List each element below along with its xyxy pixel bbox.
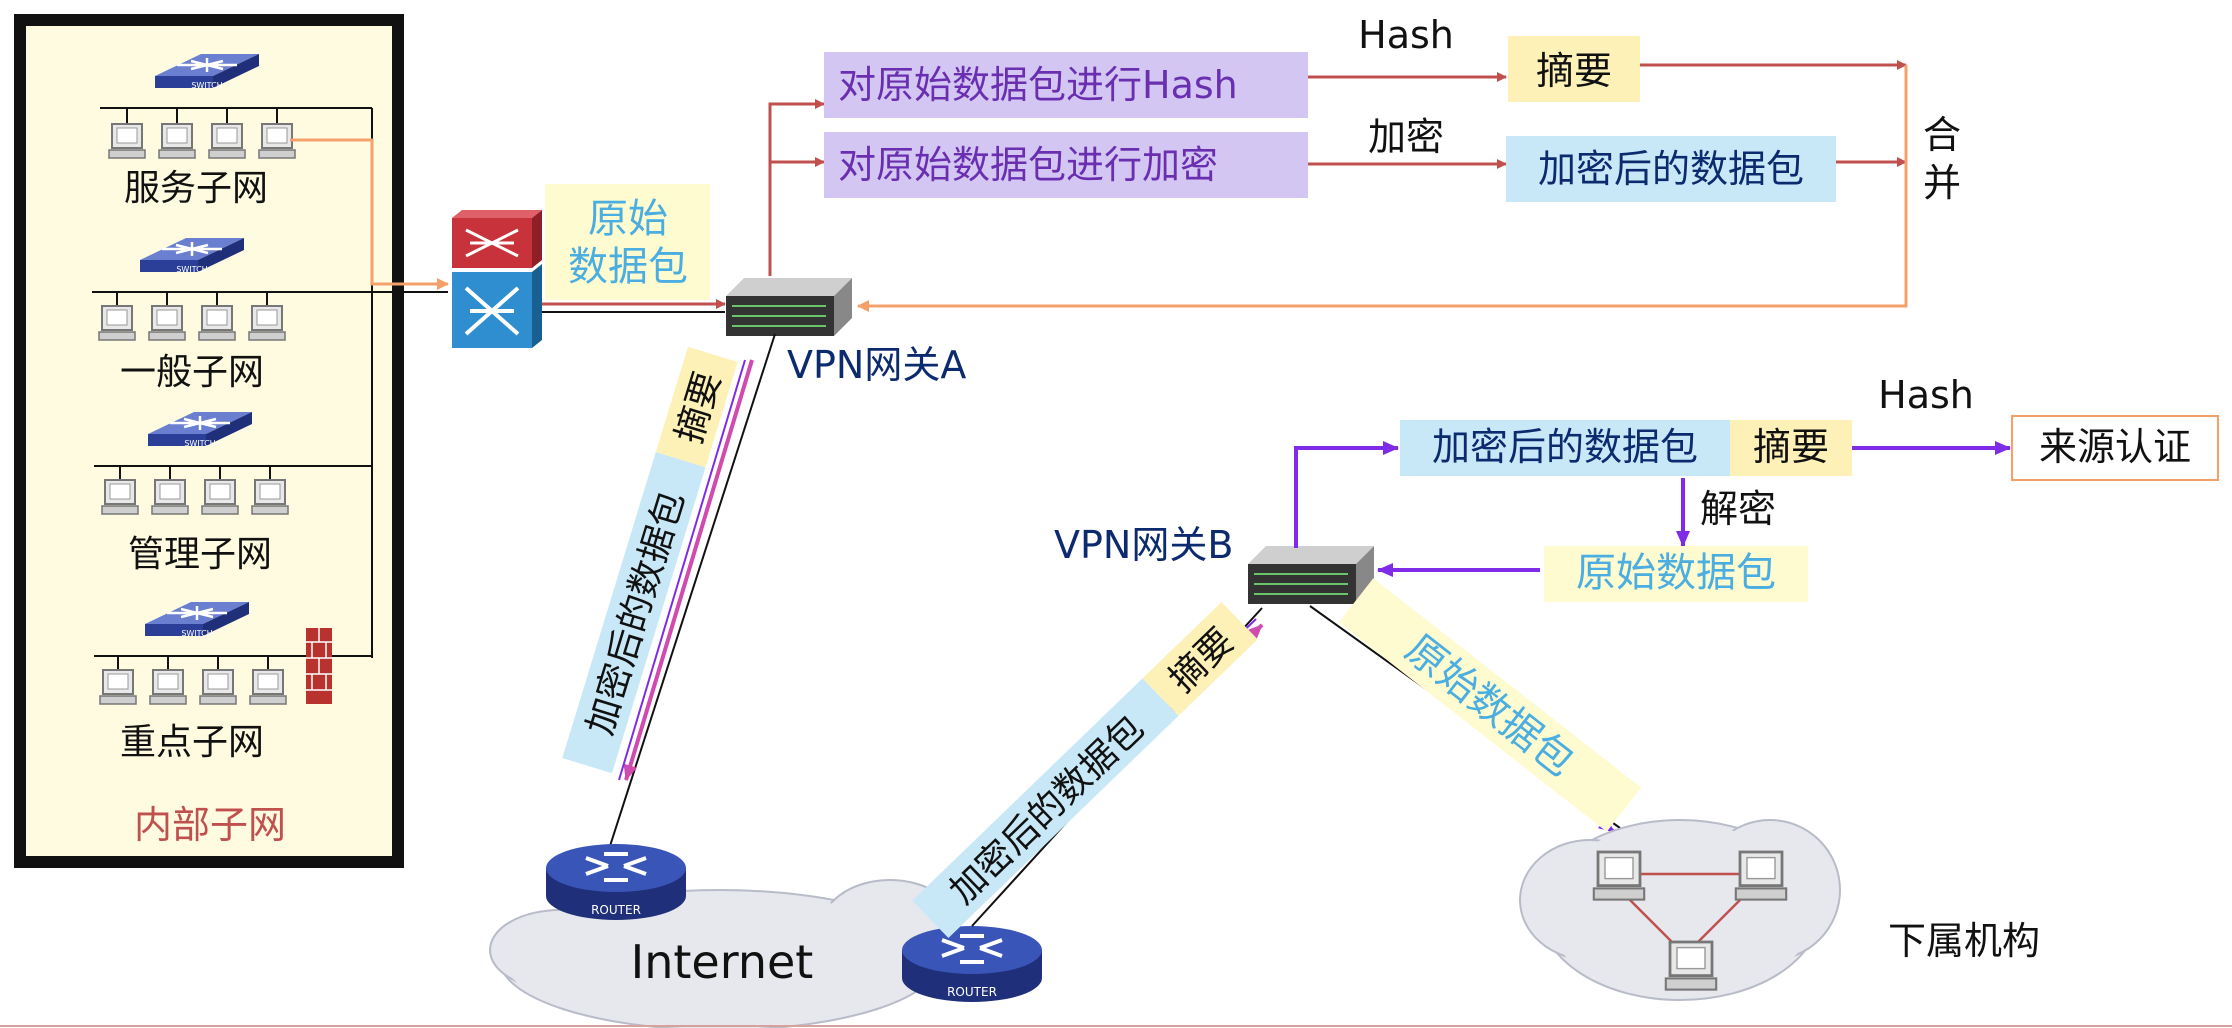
flow-arrow bbox=[290, 138, 449, 290]
original-packet-label: 原始 bbox=[588, 196, 668, 242]
label-bg bbox=[545, 184, 710, 300]
original-packet-label: 数据包 bbox=[568, 244, 688, 290]
encrypted-packet-text: 加密后的数据包 bbox=[1538, 147, 1804, 191]
hash-label: Hash bbox=[1358, 13, 1454, 57]
pc-icon bbox=[198, 305, 236, 341]
pc-icon bbox=[148, 305, 186, 341]
merge-label: 合 bbox=[1923, 113, 1961, 157]
pc-icon bbox=[199, 669, 237, 705]
gateway-a-label: VPN网关A bbox=[787, 343, 966, 387]
hash-step-text: 对原始数据包进行Hash bbox=[838, 63, 1238, 107]
link-label-a: 加密后的数据包 摘要 bbox=[562, 346, 738, 774]
internet-label: Internet bbox=[631, 935, 814, 989]
router-label: ROUTER bbox=[591, 903, 641, 917]
switch-label: SWITCH bbox=[191, 81, 222, 90]
flow-arrow bbox=[1294, 441, 1399, 548]
link-text: 加密后的数据包 bbox=[942, 708, 1152, 913]
digest-box bbox=[1730, 420, 1852, 476]
subnet-label: 一般子网 bbox=[120, 352, 264, 393]
branch-label: 下属机构 bbox=[1888, 919, 2040, 963]
pc-icon bbox=[208, 123, 246, 159]
pc-icon bbox=[151, 479, 189, 515]
pc-icon bbox=[108, 123, 146, 159]
router-icon: ROUTER bbox=[900, 924, 1044, 1004]
switch-label: SWITCH bbox=[181, 629, 212, 638]
source-auth-text: 来源认证 bbox=[2039, 425, 2191, 469]
flow-arrow bbox=[623, 359, 754, 781]
core-switch-icon bbox=[452, 210, 542, 348]
original-packet-box bbox=[1544, 546, 1808, 602]
firewall-icon bbox=[306, 628, 332, 704]
return-arrow bbox=[857, 65, 1908, 312]
pc-icon bbox=[158, 123, 196, 159]
encrypt-step-box bbox=[824, 132, 1308, 198]
pc-icon bbox=[248, 305, 286, 341]
pc-icon bbox=[251, 479, 289, 515]
source-auth-box bbox=[2011, 415, 2219, 481]
router-label: ROUTER bbox=[947, 985, 997, 999]
decrypt-label: 解密 bbox=[1700, 487, 1776, 531]
vpn-gateway-a-icon bbox=[725, 277, 853, 337]
digest-box bbox=[1508, 36, 1640, 102]
subnet-label: 服务子网 bbox=[124, 168, 268, 209]
digest-text: 摘要 bbox=[1536, 49, 1612, 93]
pc-icon bbox=[99, 669, 137, 705]
encrypted-packet-box bbox=[1400, 420, 1730, 476]
router-icon: ROUTER bbox=[544, 842, 688, 922]
subnet-general: SWITCH 一般子网 bbox=[92, 236, 372, 393]
subnet-management: SWITCH 管理子网 bbox=[94, 410, 372, 575]
pc-icon bbox=[98, 305, 136, 341]
internet-cloud: Internet bbox=[489, 879, 961, 1028]
subnet-key: SWITCH 重点子网 bbox=[94, 600, 372, 763]
link-label-b: 加密后的数据包 摘要 bbox=[912, 601, 1258, 939]
encrypted-packet-text: 加密后的数据包 bbox=[1432, 425, 1698, 469]
encrypt-step-text: 对原始数据包进行加密 bbox=[838, 143, 1218, 187]
branch-cloud bbox=[1519, 819, 1841, 1001]
link-text: 原始数据包 bbox=[1396, 626, 1582, 785]
subnet-service: SWITCH 服务子网 bbox=[100, 52, 372, 209]
original-packet-text: 原始数据包 bbox=[1576, 550, 1776, 596]
subnet-label: 管理子网 bbox=[128, 534, 272, 575]
pc-icon bbox=[1664, 940, 1718, 991]
subnet-label: 重点子网 bbox=[120, 722, 264, 763]
flow-arrow bbox=[768, 99, 825, 276]
pc-icon bbox=[249, 669, 287, 705]
hash-label: Hash bbox=[1878, 373, 1974, 417]
switch-label: SWITCH bbox=[176, 265, 207, 274]
pc-icon bbox=[258, 123, 296, 159]
link-label-c: 原始数据包 bbox=[1338, 578, 1642, 832]
internal-subnet-panel: SWITCH 服务子网 SWITCH 一般子网 bbox=[14, 14, 404, 868]
switch-label: SWITCH bbox=[184, 439, 215, 448]
hash-step-box bbox=[824, 52, 1308, 118]
digest-text: 摘要 bbox=[1753, 425, 1829, 469]
merge-label: 并 bbox=[1923, 161, 1961, 205]
vpn-gateway-b-icon bbox=[1247, 545, 1375, 605]
pc-icon bbox=[101, 479, 139, 515]
gateway-b-label: VPN网关B bbox=[1054, 523, 1233, 567]
encrypt-label: 加密 bbox=[1368, 115, 1444, 159]
pc-icon bbox=[149, 669, 187, 705]
internal-title: 内部子网 bbox=[134, 803, 286, 847]
pc-icon bbox=[1592, 850, 1646, 901]
encrypted-packet-box bbox=[1506, 136, 1836, 202]
pc-icon bbox=[1734, 850, 1788, 901]
pc-icon bbox=[201, 479, 239, 515]
